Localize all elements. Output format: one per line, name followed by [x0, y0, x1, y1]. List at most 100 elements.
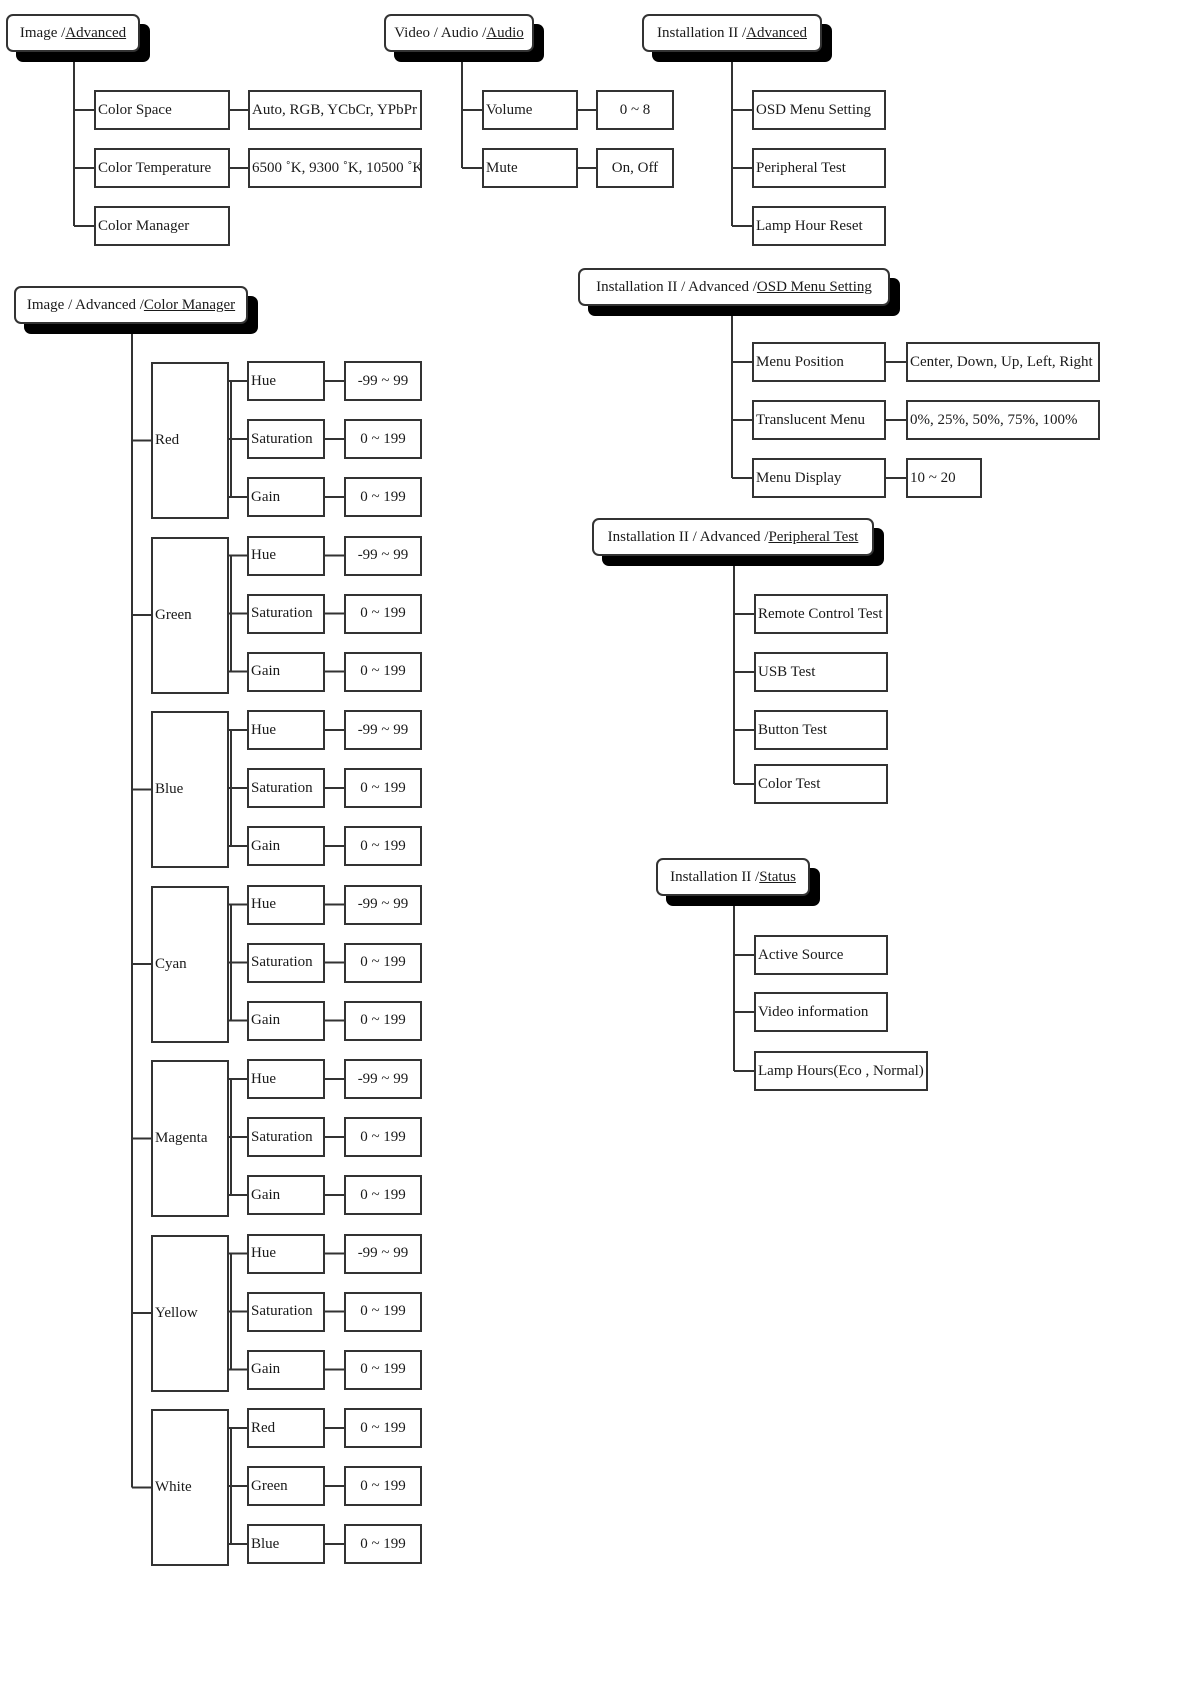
image-advanced-header: Image / Advanced	[6, 14, 150, 62]
menu-item-color-manager: Color Manager	[94, 206, 230, 246]
menu-item-menu-position: Menu Position	[752, 342, 886, 382]
range-yellow-gain: 0 ~ 199	[344, 1349, 422, 1390]
menu-item-translucent-menu: Translucent Menu	[752, 400, 886, 440]
param-yellow-saturation: Saturation	[247, 1291, 325, 1332]
install-advanced-header: Installation II / Advanced	[642, 14, 832, 62]
menu-item-mute: Mute	[482, 148, 578, 188]
color-group-red: Red	[151, 362, 229, 519]
color-group-cyan: Cyan	[151, 885, 229, 1043]
range-magenta-gain: 0 ~ 199	[344, 1175, 422, 1215]
menu-item-usb-test: USB Test	[754, 652, 888, 692]
header-face: Installation II / Status	[656, 858, 810, 896]
param-blue-hue: Hue	[247, 710, 325, 750]
value-translucent-menu: 0%, 25%, 50%, 75%, 100%	[906, 400, 1100, 440]
param-white-green: Green	[247, 1466, 325, 1506]
menu-item-video-information: Video information	[754, 992, 888, 1032]
color-group-yellow: Yellow	[151, 1234, 229, 1392]
param-red-gain: Gain	[247, 477, 325, 517]
param-green-saturation: Saturation	[247, 593, 325, 634]
header-current: Advanced	[746, 24, 807, 41]
header-face: Image / Advanced / Color Manager	[14, 286, 248, 324]
color-group-blue: Blue	[151, 711, 229, 868]
header-path: Video / Audio /	[394, 24, 487, 41]
color-manager-header: Image / Advanced / Color Manager	[14, 286, 258, 334]
menu-item-osd-menu-setting: OSD Menu Setting	[752, 90, 886, 130]
value-color-space: Auto, RGB, YCbCr, YPbPr	[248, 90, 422, 130]
param-yellow-gain: Gain	[247, 1349, 325, 1390]
menu-item-volume: Volume	[482, 90, 578, 130]
header-path: Image /	[19, 24, 66, 41]
param-cyan-hue: Hue	[247, 884, 325, 925]
color-group-magenta: Magenta	[151, 1060, 229, 1217]
header-path: Installation II /	[670, 868, 760, 885]
param-yellow-hue: Hue	[247, 1233, 325, 1274]
range-red-saturation: 0 ~ 199	[344, 419, 422, 459]
header-face: Installation II / Advanced	[642, 14, 822, 52]
range-cyan-gain: 0 ~ 199	[344, 1000, 422, 1041]
value-mute: On, Off	[596, 148, 674, 188]
range-green-saturation: 0 ~ 199	[344, 593, 422, 634]
menu-item-color-temperature: Color Temperature	[94, 148, 230, 188]
range-blue-gain: 0 ~ 199	[344, 826, 422, 866]
header-current: Advanced	[65, 24, 127, 41]
param-magenta-gain: Gain	[247, 1175, 325, 1215]
range-white-red: 0 ~ 199	[344, 1408, 422, 1448]
range-cyan-saturation: 0 ~ 199	[344, 942, 422, 983]
range-yellow-hue: -99 ~ 99	[344, 1233, 422, 1274]
range-red-gain: 0 ~ 199	[344, 477, 422, 517]
header-face: Installation II / Advanced / Peripheral …	[592, 518, 874, 556]
param-red-hue: Hue	[247, 361, 325, 401]
header-face: Installation II / Advanced / OSD Menu Se…	[578, 268, 890, 306]
range-yellow-saturation: 0 ~ 199	[344, 1291, 422, 1332]
range-red-hue: -99 ~ 99	[344, 361, 422, 401]
range-green-gain: 0 ~ 199	[344, 651, 422, 692]
range-cyan-hue: -99 ~ 99	[344, 884, 422, 925]
header-path: Installation II / Advanced /	[596, 278, 757, 295]
menu-item-color-space: Color Space	[94, 90, 230, 130]
param-white-blue: Blue	[247, 1524, 325, 1564]
header-path: Installation II / Advanced /	[607, 528, 769, 545]
header-face: Video / Audio / Audio	[384, 14, 534, 52]
param-white-red: Red	[247, 1408, 325, 1448]
range-magenta-saturation: 0 ~ 199	[344, 1117, 422, 1157]
param-blue-gain: Gain	[247, 826, 325, 866]
menu-item-button-test: Button Test	[754, 710, 888, 750]
param-green-hue: Hue	[247, 535, 325, 576]
param-magenta-hue: Hue	[247, 1059, 325, 1099]
param-blue-saturation: Saturation	[247, 768, 325, 808]
header-current: Status	[759, 868, 796, 885]
menu-item-remote-control-test: Remote Control Test	[754, 594, 888, 634]
header-current: Audio	[486, 24, 524, 41]
value-menu-position: Center, Down, Up, Left, Right	[906, 342, 1100, 382]
header-path: Image / Advanced /	[26, 296, 144, 313]
header-current: OSD Menu Setting	[756, 278, 872, 295]
param-green-gain: Gain	[247, 651, 325, 692]
range-white-green: 0 ~ 199	[344, 1466, 422, 1506]
menu-item-menu-display: Menu Display	[752, 458, 886, 498]
range-blue-saturation: 0 ~ 199	[344, 768, 422, 808]
header-current: Peripheral Test	[768, 528, 859, 545]
param-cyan-gain: Gain	[247, 1000, 325, 1041]
value-menu-display: 10 ~ 20	[906, 458, 982, 498]
header-path: Installation II /	[657, 24, 747, 41]
menu-item-lamp-hour-reset: Lamp Hour Reset	[752, 206, 886, 246]
header-face: Image / Advanced	[6, 14, 140, 52]
menu-item-lamp-hours-eco-normal: Lamp Hours(Eco , Normal)	[754, 1051, 928, 1091]
header-current: Color Manager	[143, 296, 236, 313]
range-white-blue: 0 ~ 199	[344, 1524, 422, 1564]
color-group-green: Green	[151, 536, 229, 694]
audio-header: Video / Audio / Audio	[384, 14, 544, 62]
menu-item-peripheral-test: Peripheral Test	[752, 148, 886, 188]
range-green-hue: -99 ~ 99	[344, 535, 422, 576]
range-blue-hue: -99 ~ 99	[344, 710, 422, 750]
param-magenta-saturation: Saturation	[247, 1117, 325, 1157]
peripheral-test-header: Installation II / Advanced / Peripheral …	[592, 518, 884, 566]
color-group-white: White	[151, 1409, 229, 1566]
value-color-temperature: 6500 ˚K, 9300 ˚K, 10500 ˚K	[248, 148, 422, 188]
menu-item-active-source: Active Source	[754, 935, 888, 975]
value-volume: 0 ~ 8	[596, 90, 674, 130]
param-cyan-saturation: Saturation	[247, 942, 325, 983]
range-magenta-hue: -99 ~ 99	[344, 1059, 422, 1099]
param-red-saturation: Saturation	[247, 419, 325, 459]
